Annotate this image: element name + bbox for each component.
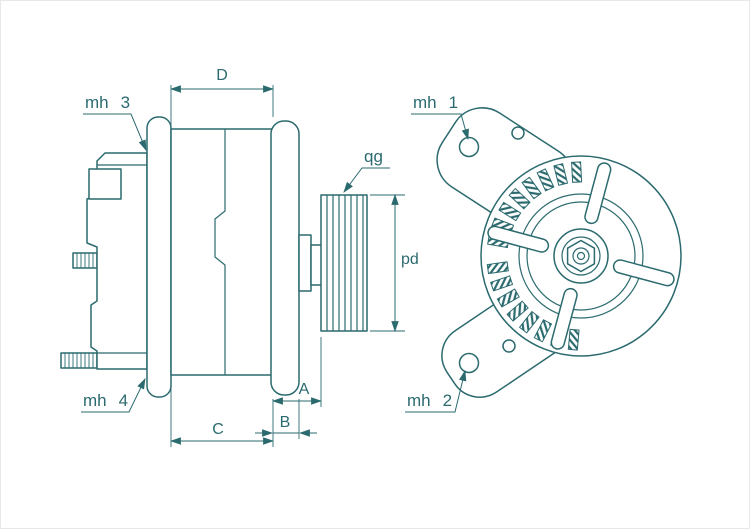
shaft-hub — [553, 228, 609, 284]
dimension-pd: pd — [370, 193, 419, 333]
small-hole-bottom — [502, 339, 516, 353]
mh4-number: 4 — [119, 391, 128, 410]
shaft-spacer — [298, 234, 324, 292]
mh4-label: mh 4 — [83, 391, 128, 410]
callout-mh1: mh 1 — [411, 93, 469, 141]
pulley-grooves — [326, 195, 364, 331]
dimension-pd-label: pd — [401, 251, 419, 268]
mounting-hole-2 — [458, 352, 480, 374]
mh1-label: mh 1 — [413, 93, 458, 112]
mh1-prefix: mh — [413, 93, 437, 112]
bracket-spokes — [487, 162, 675, 350]
dimension-b-label: B — [280, 414, 291, 431]
pulley-side — [320, 194, 368, 332]
regulator-cover — [88, 168, 122, 200]
mh1-leader-line — [411, 113, 469, 141]
dimension-b: B — [255, 399, 317, 439]
front-bracket — [270, 120, 300, 396]
housing-joint-line — [214, 129, 226, 375]
callouts: qg mh 3 mh 4 mh 1 mh 2 — [81, 93, 469, 413]
callout-mh2: mh 2 — [405, 369, 467, 413]
mh1-number: 1 — [449, 93, 458, 112]
mh2-label: mh 2 — [407, 391, 452, 410]
dimension-c: C — [169, 379, 275, 447]
dimension-d: D — [169, 67, 275, 125]
mh2-prefix: mh — [407, 391, 431, 410]
callout-qg: qg — [343, 147, 390, 193]
shaft-hex-nut — [566, 239, 596, 273]
mh4-leader-line — [81, 378, 146, 413]
terminal-stud-lower — [60, 352, 98, 369]
mh3-leader-line — [83, 113, 147, 152]
front-view — [436, 107, 682, 398]
mh3-label: mh 3 — [85, 93, 130, 112]
side-view — [60, 116, 368, 398]
mounting-hole-1 — [458, 136, 480, 158]
dimension-a-label: A — [299, 381, 310, 398]
rear-housing — [86, 152, 148, 370]
qg-leader-line — [343, 167, 390, 193]
callout-mh4: mh 4 — [81, 378, 146, 413]
terminal-stud-upper — [72, 252, 98, 269]
mounting-flange — [146, 116, 172, 398]
mh4-prefix: mh — [83, 391, 107, 410]
pulley-groove-label: qg — [364, 147, 383, 166]
mh2-number: 2 — [443, 391, 452, 410]
mh3-number: 3 — [121, 93, 130, 112]
dimensions: D pd A B C — [169, 67, 419, 447]
dimension-d-label: D — [216, 67, 228, 84]
dimension-c-label: C — [212, 421, 224, 438]
small-hole-top — [511, 126, 525, 140]
mh2-leader-line — [405, 369, 467, 413]
pulley-front-circles — [518, 193, 644, 319]
mounting-holes — [458, 126, 525, 374]
mh3-prefix: mh — [85, 93, 109, 112]
callout-mh3: mh 3 — [83, 93, 147, 152]
stator-body — [170, 128, 274, 376]
